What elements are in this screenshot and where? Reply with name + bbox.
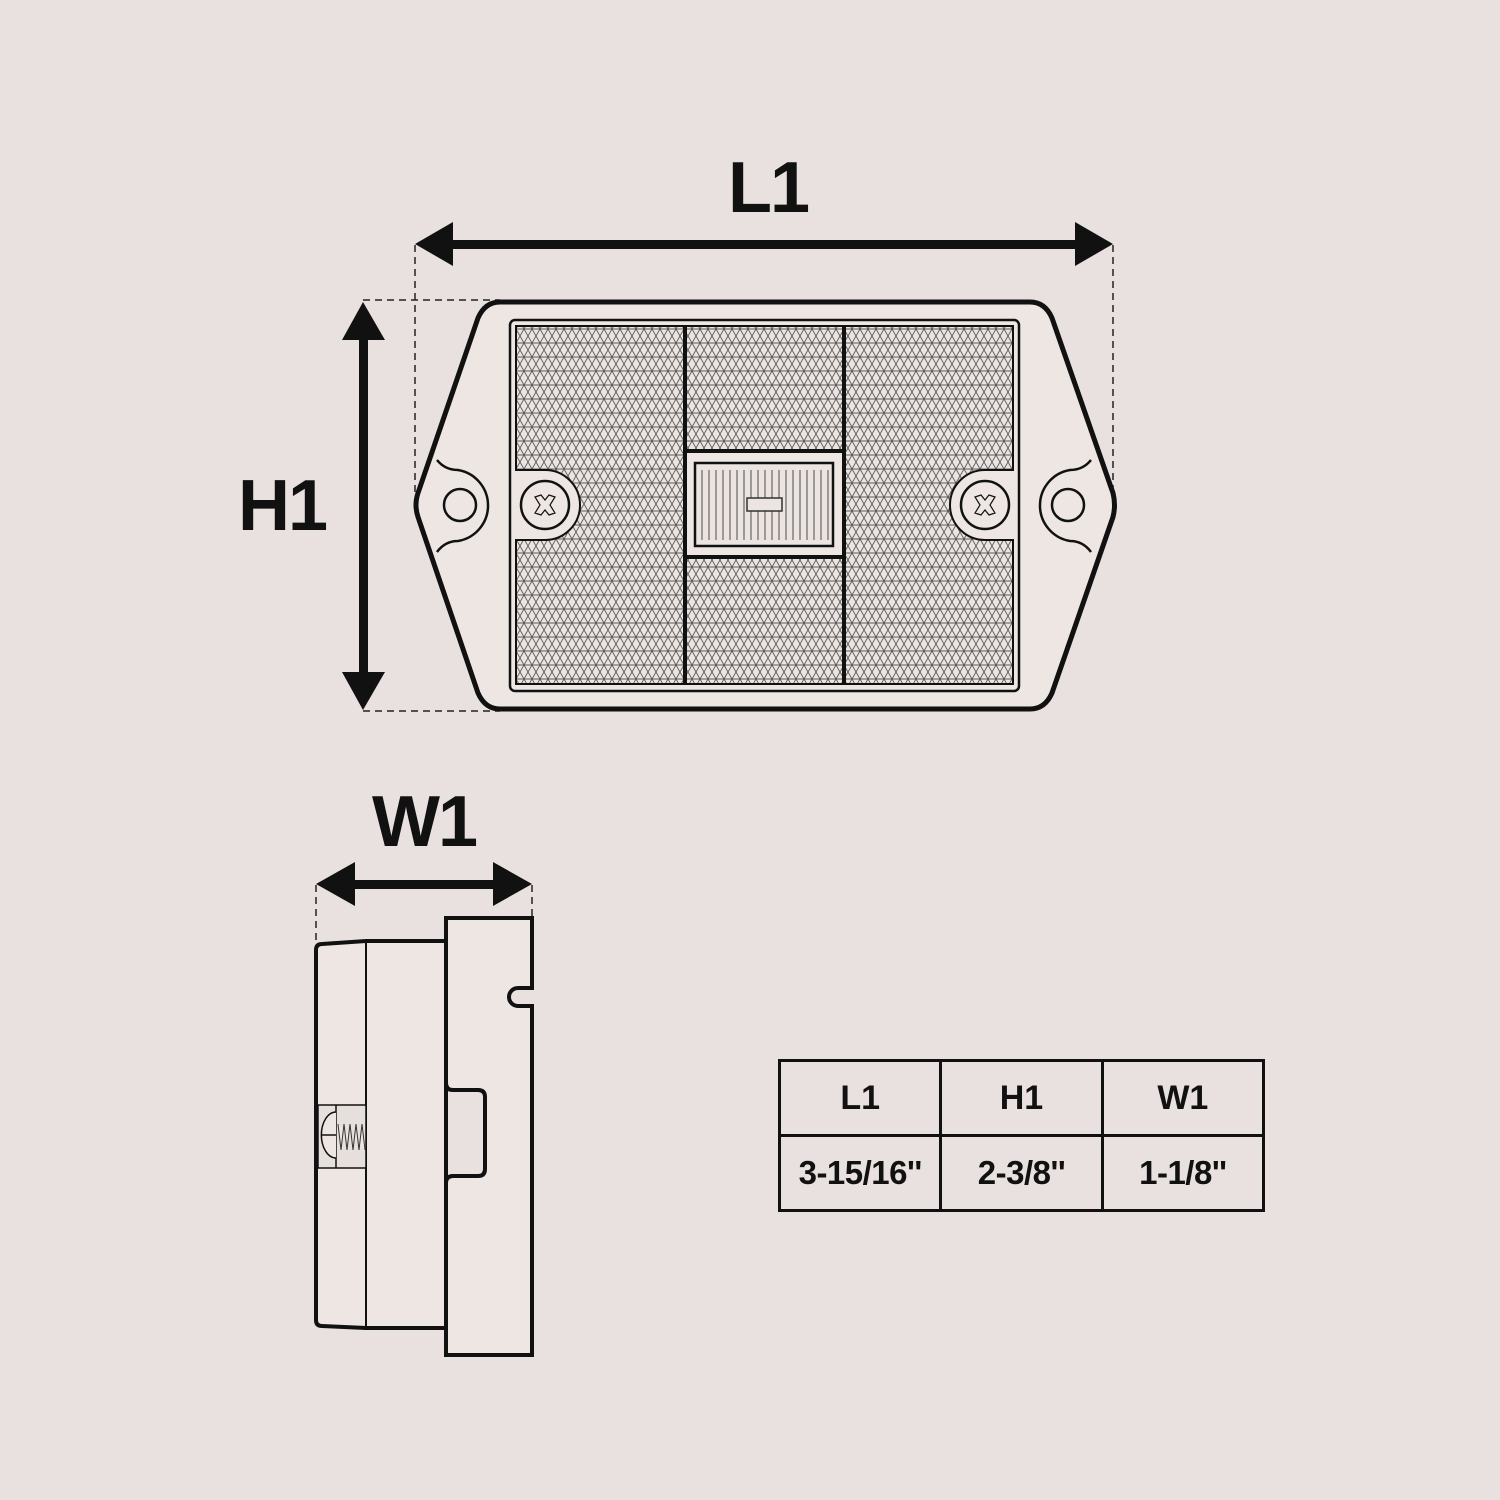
side-screw xyxy=(317,1104,367,1169)
prismatic-lens xyxy=(515,325,1014,685)
screw-left xyxy=(519,479,571,531)
dimensions-value-row: 3-15/16'' 2-3/8'' 1-1/8'' xyxy=(777,1134,1266,1212)
mounting-ear-right xyxy=(1038,459,1093,553)
side-view xyxy=(314,862,534,1357)
header-h1: H1 xyxy=(939,1059,1104,1137)
dimensions-header-row: L1 H1 W1 xyxy=(777,1059,1266,1137)
mounting-hole-left xyxy=(442,487,478,523)
mounting-hole-right xyxy=(1050,487,1086,523)
front-view xyxy=(342,222,1117,712)
height-label: H1 xyxy=(238,466,328,546)
length-label: L1 xyxy=(728,148,810,228)
side-lens-outline xyxy=(314,939,448,1330)
header-l1: L1 xyxy=(777,1059,943,1137)
value-w1: 1-1/8'' xyxy=(1100,1134,1266,1212)
side-extension-lines xyxy=(315,885,533,945)
value-h1: 2-3/8'' xyxy=(939,1134,1104,1212)
width-dimension-arrow xyxy=(316,862,532,906)
side-housing-outline xyxy=(444,916,534,1357)
width-label: W1 xyxy=(372,782,478,862)
screw-right xyxy=(959,479,1011,531)
length-dimension-arrow xyxy=(415,222,1113,266)
extension-lines xyxy=(363,245,1114,712)
header-w1: W1 xyxy=(1100,1059,1266,1137)
mounting-ear-left xyxy=(435,459,490,553)
center-window xyxy=(685,451,844,557)
value-l1: 3-15/16'' xyxy=(777,1134,943,1212)
height-dimension-arrow xyxy=(342,302,385,710)
dimensions-table: L1 H1 W1 3-15/16'' 2-3/8'' 1-1/8'' xyxy=(777,1059,1266,1212)
